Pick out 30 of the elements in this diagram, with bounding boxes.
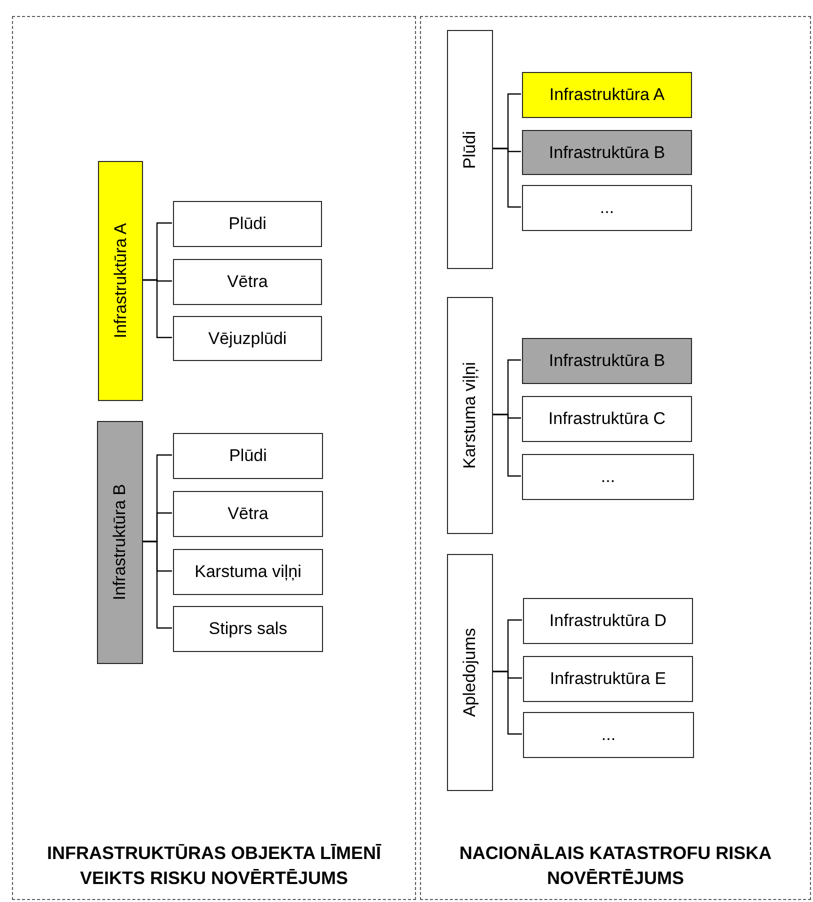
item-box: Infrastruktūra B	[522, 338, 692, 384]
item-box: Infrastruktūra A	[522, 72, 692, 118]
item-box: Plūdi	[173, 201, 322, 247]
item-box: Karstuma viļņi	[173, 549, 323, 595]
item-box: ...	[522, 185, 692, 231]
item-box: Stiprs sals	[173, 606, 323, 652]
category-box: Apledojums	[447, 554, 493, 791]
item-box: Infrastruktūra B	[522, 130, 692, 175]
category-box: Infrastruktūra B	[97, 421, 143, 664]
category-box: Karstuma viļņi	[447, 297, 493, 534]
connector-line	[492, 670, 522, 735]
item-box: ...	[523, 712, 694, 758]
item-box: ...	[522, 454, 694, 500]
connector-line	[492, 148, 521, 208]
item-box: Vētra	[173, 491, 323, 537]
item-box: Infrastruktūra D	[523, 598, 693, 644]
item-box: Infrastruktūra C	[522, 396, 692, 442]
item-box: Vētra	[173, 259, 322, 305]
item-box: Vējuzplūdi	[173, 316, 322, 361]
connector-line	[142, 279, 172, 338]
panel-heading: INFRASTRUKTŪRAS OBJEKTA LĪMENĪ VEIKTS RISKU NOVĒRTĒJUMS	[46, 842, 382, 890]
category-box: Plūdi	[447, 30, 493, 269]
connector-line	[142, 540, 172, 629]
category-box: Infrastruktūra A	[98, 161, 143, 401]
connector-line	[492, 414, 521, 477]
panel-heading: NACIONĀLAIS KATASTROFU RISKA NOVĒRTĒJUMS	[458, 842, 773, 890]
item-box: Infrastruktūra E	[523, 656, 693, 702]
dashed-panel	[420, 16, 811, 900]
dashed-panel	[12, 16, 416, 900]
item-box: Plūdi	[173, 433, 323, 479]
